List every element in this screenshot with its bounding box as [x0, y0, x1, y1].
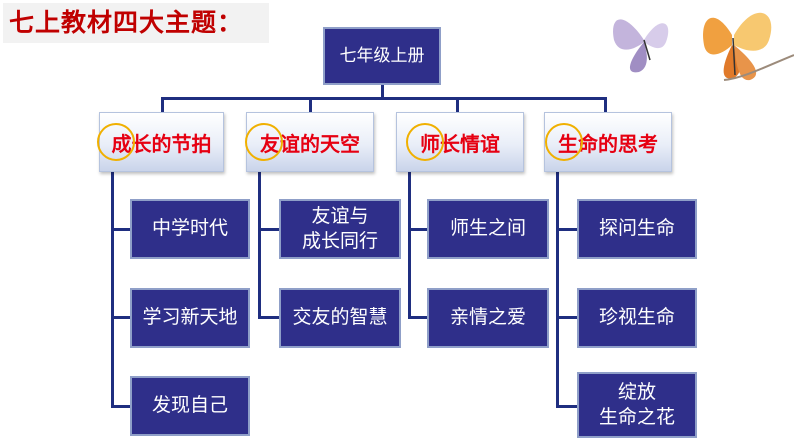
- connector-line: [161, 97, 164, 112]
- connector-line: [381, 84, 384, 99]
- connector-line: [111, 171, 114, 407]
- topic-node: 学习新天地: [130, 288, 250, 348]
- topic-node: 交友的智慧: [279, 288, 401, 348]
- connector-line: [111, 228, 131, 231]
- connector-line: [309, 97, 312, 112]
- connector-line: [111, 405, 131, 408]
- topic-node: 珍视生命: [577, 288, 697, 348]
- connector-line: [258, 316, 280, 319]
- topic-node: 亲情之爱: [427, 288, 549, 348]
- topic-node: 探问生命: [577, 199, 697, 259]
- highlight-circle: [545, 123, 583, 161]
- connector-line: [408, 228, 428, 231]
- highlight-circle: [97, 123, 135, 161]
- connector-line: [556, 405, 578, 408]
- connector-line: [161, 97, 607, 100]
- connector-line: [258, 228, 280, 231]
- topic-node: 友谊与 成长同行: [279, 199, 401, 259]
- connector-line: [408, 316, 428, 319]
- highlight-circle: [245, 123, 283, 161]
- root-node: 七年级上册: [323, 27, 441, 85]
- connector-line: [111, 316, 131, 319]
- topic-node: 中学时代: [130, 199, 250, 259]
- connector-line: [556, 171, 559, 407]
- connector-line: [604, 97, 607, 112]
- connector-line: [556, 316, 578, 319]
- page-title: 七上教材四大主题：: [3, 3, 269, 43]
- connector-line: [456, 97, 459, 112]
- category-node: 成长的节拍: [99, 112, 224, 172]
- topic-node: 师生之间: [427, 199, 549, 259]
- connector-line: [408, 171, 411, 319]
- topic-node: 发现自己: [130, 376, 250, 436]
- topic-node: 绽放 生命之花: [577, 372, 697, 438]
- connector-line: [258, 171, 261, 319]
- highlight-circle: [406, 123, 444, 161]
- connector-line: [556, 228, 578, 231]
- butterfly-icon: [613, 12, 794, 81]
